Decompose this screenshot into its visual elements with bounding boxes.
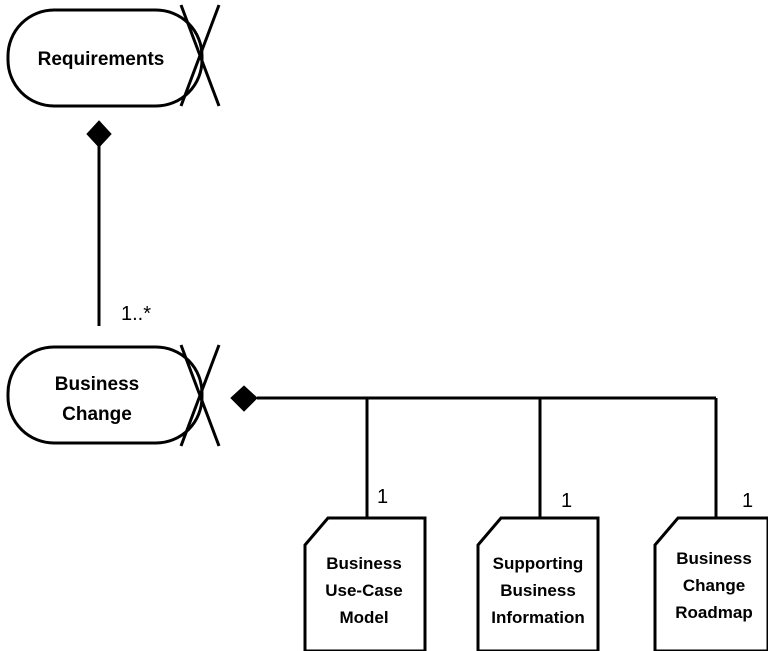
- change-roadmap-document-shape: [653, 516, 768, 651]
- business-change-entity[interactable]: Business Change: [6, 344, 221, 447]
- use-case-model-document-shape: [303, 516, 427, 651]
- use-case-model-label-line-1: Business: [326, 554, 402, 573]
- requirements-composition-connector: 1..*: [86, 120, 151, 326]
- requirements-label: Requirements: [38, 49, 165, 70]
- use-case-model-label-line-2: Use-Case: [325, 581, 403, 600]
- business-change-label-line-1: Business: [55, 374, 139, 395]
- use-case-model-label-line-3: Model: [339, 608, 388, 627]
- business-change-entity-shape: [6, 345, 204, 445]
- use-case-model-multiplicity: 1: [377, 486, 388, 508]
- change-roadmap-multiplicity: 1: [742, 490, 753, 512]
- supporting-info-document-shape: [476, 516, 600, 651]
- supporting-info-label-line-1: Supporting: [493, 554, 584, 573]
- change-roadmap-document[interactable]: Business Change Roadmap: [653, 516, 768, 651]
- business-change-entity-x-mark-2: [179, 344, 221, 447]
- change-roadmap-label-line-3: Roadmap: [675, 603, 752, 622]
- change-roadmap-label-line-2: Change: [683, 576, 745, 595]
- supporting-info-label-line-2: Business: [500, 581, 576, 600]
- requirements-entity-x-mark-2: [179, 4, 221, 107]
- business-change-composition-connector: 1 1 1: [230, 385, 753, 518]
- business-change-multiplicity: 1..*: [121, 303, 151, 325]
- requirements-composition-diamond: [86, 120, 112, 148]
- use-case-model-document[interactable]: Business Use-Case Model: [303, 516, 427, 651]
- requirements-entity[interactable]: Requirements: [6, 4, 221, 108]
- supporting-info-label-line-3: Information: [491, 608, 585, 627]
- supporting-info-document[interactable]: Supporting Business Information: [476, 516, 600, 651]
- change-roadmap-label-line-1: Business: [676, 549, 752, 568]
- business-change-label-line-2: Change: [62, 404, 132, 425]
- business-change-composition-diamond: [230, 385, 258, 412]
- supporting-info-multiplicity: 1: [561, 490, 572, 512]
